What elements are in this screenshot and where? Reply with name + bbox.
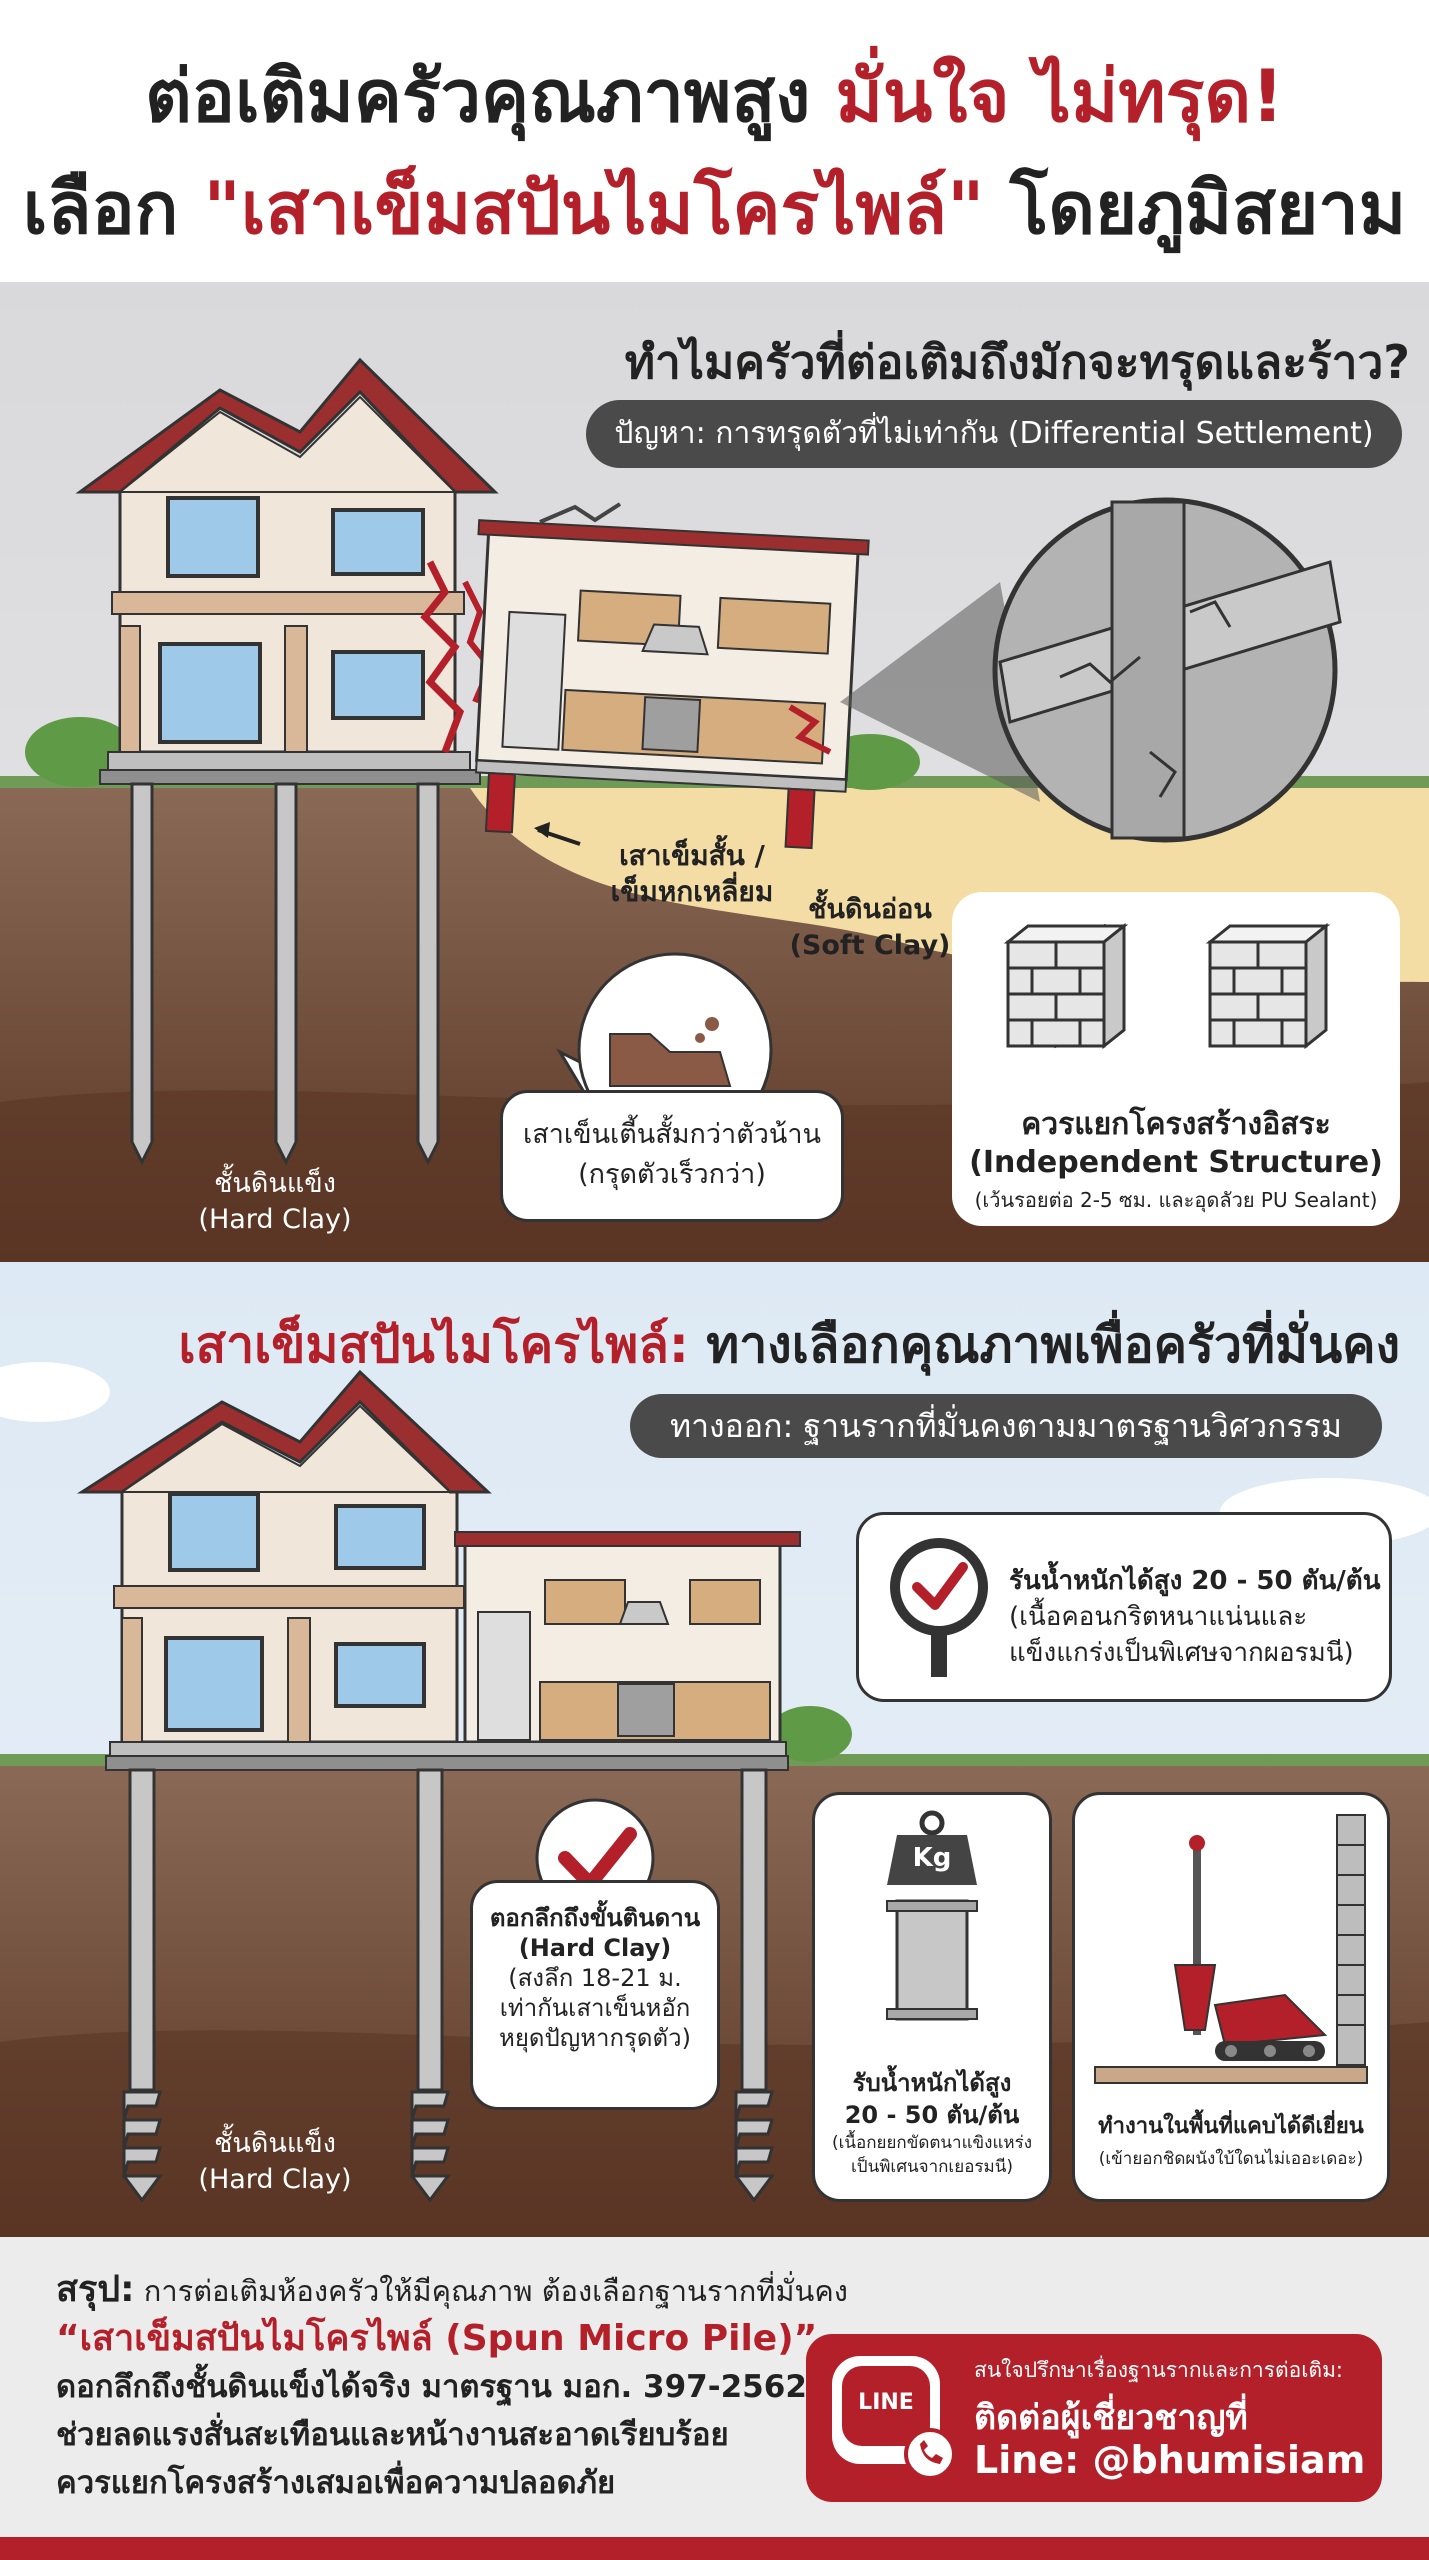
shallow-note-1: เสาเข็นเตี้นสั้มกว่าตัวน้าน [523, 1119, 821, 1150]
drill-4: เท่ากันเสาเข็นหอัก [499, 1994, 691, 2022]
hard-clay-bottom-1: ชั้นดินแข็ง [214, 2128, 336, 2159]
drill-3: (สงลึก 18-21 ม. [508, 1964, 682, 1992]
cta-big-1: ติดต่อผู้เชี่ยวชาญที่ [974, 2398, 1248, 2438]
load2-4: เป็นพิเศนจากเยอรมนี) [850, 2157, 1014, 2177]
shallow-note-2: (กรุดตัวเร็วกว่า) [578, 1159, 766, 1190]
solution-title-black: ทางเลือกคุณภาพเพื่อครัวที่มั่นคง [688, 1316, 1400, 1374]
independent-1: ควรแยกโครงสร้างอิสระ [1021, 1107, 1331, 1142]
narrow-area-box: ทำงานในพื้นที่แคบได้ดีเยี่ยน (เข้ายอกชิด… [1072, 1792, 1390, 2202]
load2-3: (เนื้อกยยกขัดตนาแขิงแหร่ง [831, 2133, 1033, 2153]
brick-block-icon [1003, 922, 1331, 1050]
cta-big-2: Line: @bhumisiam [974, 2438, 1366, 2482]
crack-detail-magnifier [992, 497, 1342, 843]
soft-clay-label-1: ชั้นดินอ่อน [808, 894, 932, 925]
straight-kitchen [454, 1531, 801, 1744]
problem-title: ทำไมครัวที่ต่อเติมถึงมักจะทรุดและร้าว? [624, 335, 1410, 389]
load-2: (เนื้อคอนกริตหนาแน่นและ [1009, 1602, 1308, 1632]
tilted-kitchen [474, 519, 870, 850]
phone-icon [904, 2428, 956, 2480]
drill-depth-box: ตอกลึกถึงขั้นตินดาน (Hard Clay) (สงลึก 1… [470, 1880, 720, 2110]
independent-structure-card: ควรแยกโครงสร้างอิสระ (Independent Struct… [952, 892, 1400, 1226]
independent-2: (Independent Structure) [969, 1145, 1383, 1180]
drill-5: หยุดปัญหากรุดตัว) [499, 2024, 691, 2052]
line-app-icon[interactable]: LINE [828, 2352, 956, 2480]
narrow-1: ทำงานในพื้นที่แคบได้ดีเยี่ยน [1098, 2114, 1364, 2139]
summary-label: สรุป: [56, 2269, 135, 2310]
summary-text: สรุป: การต่อเติมห้องครัวให้มีคุณภาพ ต้อง… [56, 2266, 848, 2507]
hard-clay-label-bottom: ชั้นดินแข็ง (Hard Clay) [160, 2126, 390, 2198]
short-pile-left [484, 772, 517, 834]
soft-clay-label-2: (Soft Clay) [789, 930, 951, 961]
spun-micro-piles [122, 1768, 775, 2203]
solution-title-red: เสาเข็มสปันไมโครไพล์: [178, 1316, 689, 1374]
cta-small: สนใจปรึกษาเรื่องฐานรากและการต่อเติม: [974, 2358, 1343, 2382]
shallow-pile-note: เสาเข็นเตี้นสั้มกว่าตัวน้าน (กรุดตัวเร็ว… [500, 1090, 844, 1222]
weight-kg-icon [886, 1810, 978, 2021]
drill-rig-icon [1094, 1814, 1368, 2084]
headline-red-part: มั่นใจ ไม่ทรุด! [835, 54, 1285, 138]
hard-clay-top-1: ชั้นดินแข็ง [214, 1168, 336, 1199]
summary-line-1: การต่อเติมห้องครัวให้มีคุณภาพ ต้องเลือกฐ… [134, 2274, 848, 2308]
summary-line-2: “เสาเข็มสปันไมโครไพล์ (Spun Micro Pile)” [56, 2318, 818, 2359]
short-pile-label-1: เสาเข็มสั้น / [619, 839, 765, 872]
short-pile-label-2: เข็มหกเหลี่ยม [610, 875, 774, 908]
drill-1: ตอกลึกถึงขั้นตินดาน [489, 1904, 701, 1932]
hard-clay-top-2: (Hard Clay) [198, 1204, 352, 1235]
load-1: รันน้ำหนักได้สูง 20 - 50 ตัน/ต้น [1009, 1566, 1381, 1596]
kg-load-box: Kg รับน้ำหนักได้สูง 20 - 50 ตัน/ต้น (เนื… [812, 1792, 1052, 2202]
main-house-solution [76, 1369, 492, 1744]
footer-bar [0, 2537, 1429, 2560]
headline2-black-b: โดยภูมิสยาม [984, 166, 1407, 250]
headline-line-1: ต่อเติมครัวคุณภาพสูง มั่นใจ ไม่ทรุด! [0, 48, 1429, 144]
narrow-2: (เข้ายอกชิดผนังใบ้ใดนไม่เออะเดอะ) [1098, 2149, 1364, 2169]
short-pile-label: เสาเข็มสั้น / เข็มหกเหลี่ยม [582, 838, 802, 910]
solution-pill: ทางออก: ฐานรากที่มั่นคงตามมาตรฐานวิศวกรร… [630, 1394, 1382, 1458]
line-logo-text: LINE [858, 2390, 914, 2415]
solution-title: เสาเข็มสปันไมโครไพล์: ทางเลือกคุณภาพเพื่… [0, 1306, 1401, 1385]
magnifier-check-icon [890, 1538, 988, 1677]
load-3: แข็งแกร่งเป็นพิเศษจากผอรมนี) [1009, 1638, 1354, 1668]
load2-1: รับน้ำหนักได้สูง [852, 2069, 1012, 2097]
headline-black-part: ต่อเติมครัวคุณภาพสูง [144, 54, 836, 138]
headline2-black-a: เลือก [22, 166, 204, 250]
load2-2: 20 - 50 ตัน/ต้น [844, 2101, 1020, 2129]
main-house [75, 357, 499, 1166]
line-contact-cta[interactable]: LINE สนใจปรึกษาเรื่องฐานรากและการต่อเติม… [806, 2334, 1382, 2502]
headline2-red: "เสาเข็มสปันไมโครไพล์" [203, 166, 985, 250]
soft-clay-label: ชั้นดินอ่อน (Soft Clay) [775, 892, 965, 964]
crack-icon [420, 560, 465, 754]
summary-line-3: ดอกลึกถึงชั้นดินแข็งได้จริง มาตรฐาน มอก.… [56, 2369, 807, 2405]
hard-clay-label-top: ชั้นดินแข็ง (Hard Clay) [160, 1166, 390, 1238]
kg-label: Kg [912, 1843, 952, 1873]
headline-line-2: เลือก "เสาเข็มสปันไมโครไพล์" โดยภูมิสยาม [0, 160, 1429, 256]
drill-2: (Hard Clay) [518, 1934, 672, 1962]
long-piles [130, 782, 440, 1166]
short-pile-right [784, 787, 816, 850]
summary-line-5: ควรแยกโครงสร้างเสมอเพื่อความปลอดภัย [56, 2465, 616, 2501]
summary-line-4: ช่วยลดแรงสั่นสะเทือนและหน้างานสะอาดเรียบ… [56, 2417, 729, 2453]
independent-3: (เว้นรอยต่อ 2-5 ซม. และอุดลัวย PU Sealan… [974, 1188, 1378, 1212]
problem-pill: ปัญหา: การทรุดตัวที่ไม่เท่ากัน (Differen… [586, 400, 1402, 468]
load-capacity-box: รันน้ำหนักได้สูง 20 - 50 ตัน/ต้น (เนื้อค… [856, 1512, 1392, 1702]
hard-clay-bottom-2: (Hard Clay) [198, 2164, 352, 2195]
